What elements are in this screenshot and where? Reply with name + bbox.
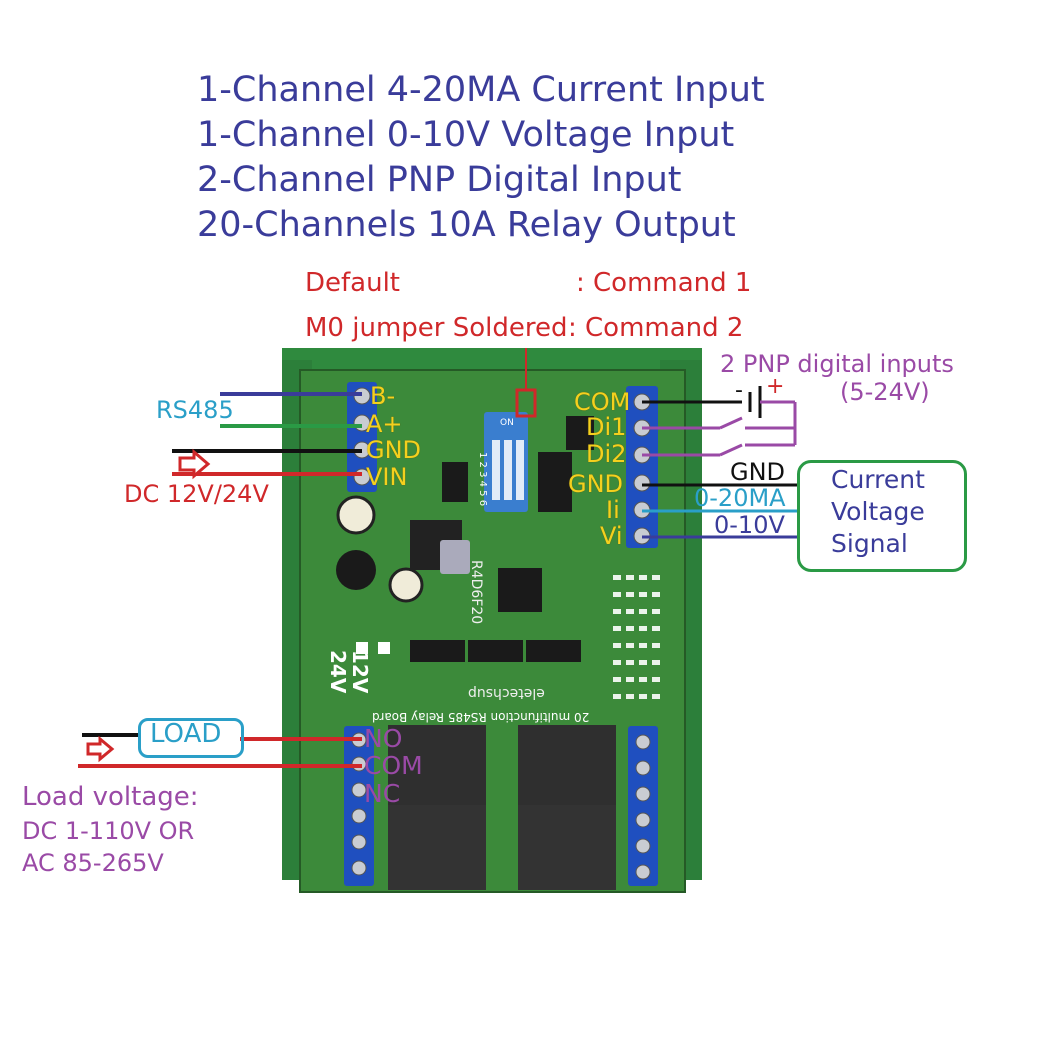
signal-box: [797, 460, 967, 572]
dip-numbers: 1 2 3 4 5 6: [477, 452, 488, 507]
mcu-chip: [498, 568, 542, 612]
pin-di2: Di2: [586, 440, 627, 468]
inductor: [336, 550, 376, 590]
signal-box-line3: Signal: [831, 529, 908, 558]
pin-vin: VIN: [366, 463, 408, 491]
rs485-label: RS485: [156, 396, 234, 424]
load-voltage-line1: DC 1-110V OR: [22, 817, 195, 845]
relay-4: [518, 805, 616, 890]
load-voltage-title: Load voltage:: [22, 782, 199, 812]
jumper-soldered-value: : Command 2: [568, 313, 744, 343]
pin-gnd: GND: [366, 436, 422, 464]
board-bottom-text: 20 multifunction RS485 Relay Board: [372, 710, 590, 724]
title-line-1: 1-Channel 4-20MA Current Input: [197, 70, 765, 110]
board-12v: 12V: [348, 650, 372, 694]
relay-1: [388, 725, 486, 815]
pin-gnd-right: GND: [568, 470, 624, 498]
capacitor: [336, 495, 376, 535]
board-24v: 24V: [326, 650, 350, 694]
pnp-range: (5-24V): [840, 378, 930, 406]
relay-3: [388, 805, 486, 890]
voltage-range-label: 0-10V: [714, 511, 785, 539]
jumper-default-label: Default: [305, 268, 400, 298]
relay-pin-com: COM: [364, 751, 423, 780]
jumper-default-value: : Command 1: [576, 268, 752, 298]
power-label: DC 12V/24V: [124, 480, 269, 508]
signal-gnd-label: GND: [730, 458, 786, 486]
relay-terminal-right: [628, 726, 658, 886]
current-range-label: 0-20MA: [694, 484, 786, 512]
switch-icon: [719, 416, 743, 430]
load-box: [138, 718, 244, 758]
pin-a: A+: [366, 410, 403, 438]
pin-vi: Vi: [600, 522, 623, 550]
pin-ii: Ii: [606, 496, 620, 524]
pnp-title: 2 PNP digital inputs: [720, 350, 954, 378]
load-label: LOAD: [150, 719, 222, 749]
pin-di1: Di1: [586, 413, 627, 441]
left-terminal-block: [347, 382, 377, 492]
power-arrow-icon: [178, 448, 211, 480]
battery-plus: +: [766, 374, 785, 399]
relay-pin-no: NO: [364, 724, 403, 753]
title-line-2: 1-Channel 0-10V Voltage Input: [197, 115, 735, 155]
signal-box-line1: Current: [831, 465, 925, 494]
load-arrow-icon: [86, 735, 115, 763]
pin-com: COM: [574, 388, 631, 416]
load-voltage-line2: AC 85-265V: [22, 849, 164, 877]
relay-2: [518, 725, 616, 815]
board-model: R4D6F20: [468, 560, 484, 625]
signal-box-line2: Voltage: [831, 497, 925, 526]
title-line-4: 20-Channels 10A Relay Output: [197, 205, 736, 245]
board-brand: eletechsup: [468, 685, 545, 701]
jumper-soldered-label: M0 jumper Soldered: [305, 313, 568, 343]
pin-b: B-: [370, 382, 396, 410]
title-line-3: 2-Channel PNP Digital Input: [197, 160, 682, 200]
led-array: [613, 575, 660, 699]
battery-minus: -: [735, 378, 743, 403]
dip-on-label: ON: [500, 418, 514, 428]
relay-pin-nc: NC: [364, 779, 401, 808]
